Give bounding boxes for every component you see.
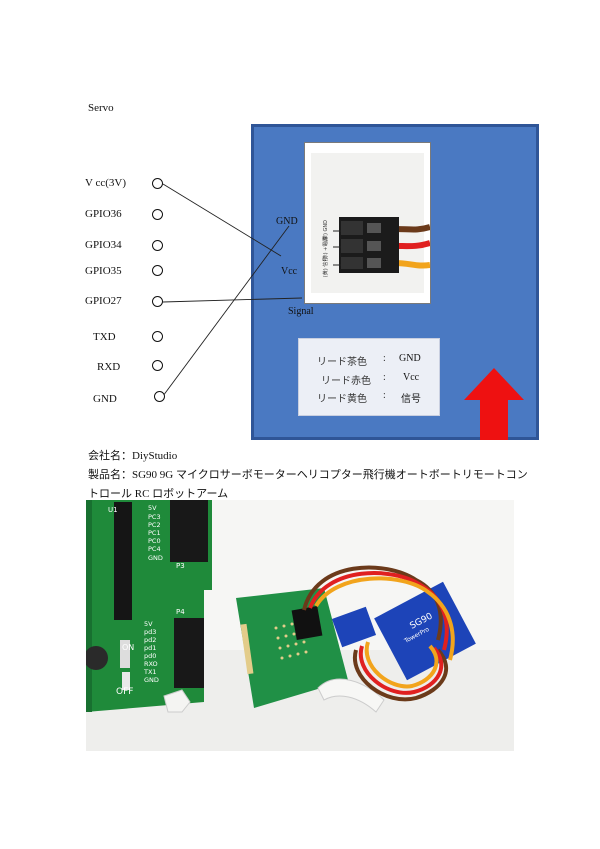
servo-board-photo: U1 5V PC3 PC2 PC1 PC0 PC4 GND P3 P4 5V p… — [86, 500, 514, 751]
legend-name: リード茶色 — [317, 357, 367, 368]
panel-vcc-label: Vcc — [281, 266, 298, 277]
legend-value: Vcc — [403, 372, 420, 383]
pin-terminal-txd — [152, 331, 163, 342]
pin-label-gpio36: GPIO36 — [85, 208, 122, 220]
header-p3-label: P3 — [176, 562, 185, 570]
legend-value: GND — [399, 353, 421, 364]
header-label-gnd-2: GND — [144, 676, 159, 684]
header-label-pd2: pd2 — [144, 636, 156, 644]
product-name-line2: トロール RC ロボットアーム — [88, 488, 229, 500]
switch-on-label: ON — [122, 643, 134, 652]
header-label-pc1: PC1 — [148, 529, 161, 537]
header-p4-label: P4 — [176, 608, 185, 616]
servo-connector-image: (茶) GND (赤) +電源 (黄) 信号 — [311, 153, 431, 293]
pin-label-txd: TXD — [93, 331, 116, 343]
header-label-pd1: pd1 — [144, 644, 156, 652]
servo-connector-photo: (茶) GND (赤) +電源 (黄) 信号 — [304, 142, 431, 304]
pin-label-vcc: V cc(3V) — [85, 177, 127, 189]
legend-row-brown: リード茶色 : GND — [299, 353, 441, 369]
legend-name: リード黄色 — [317, 394, 367, 405]
legend-separator: : — [383, 390, 386, 401]
header-label-pc4: PC4 — [148, 545, 161, 553]
pin-label-rxd: RXD — [97, 361, 121, 373]
pin-terminal-gnd — [154, 391, 165, 402]
header-label-rxo: RXO — [144, 660, 158, 668]
switch-off-label: OFF — [116, 687, 133, 697]
legend-separator: : — [383, 372, 386, 383]
legend-row-red: リード赤色 : Vcc — [299, 372, 441, 388]
company-name: 会社名：DiyStudio — [88, 450, 178, 462]
header-label-5v: 5V — [148, 504, 157, 512]
pin-label-gpio35: GPIO35 — [85, 265, 122, 277]
pin-terminal-gpio35 — [152, 265, 163, 276]
legend-value: 信号 — [401, 394, 421, 405]
section-title: Servo — [88, 102, 114, 114]
header-label-gnd: GND — [148, 554, 163, 562]
header-label-pc2: PC2 — [148, 521, 161, 529]
pin-terminal-gpio36 — [152, 209, 163, 220]
pin-label-gpio34: GPIO34 — [85, 239, 122, 251]
red-up-arrow-icon — [464, 368, 524, 440]
header-label-tx1: TX1 — [143, 668, 157, 676]
legend-name: リード赤色 — [321, 376, 371, 387]
photo-text-signal: (黄) 信号 — [322, 257, 329, 278]
header-label-pd3: pd3 — [144, 628, 156, 636]
wire-color-legend: リード茶色 : GND リード赤色 : Vcc リード黄色 : 信号 — [298, 338, 440, 416]
pin-terminal-gpio27 — [152, 296, 163, 307]
pin-label-gpio27: GPIO27 — [85, 295, 122, 307]
legend-separator: : — [383, 353, 386, 364]
pin-label-gnd: GND — [93, 393, 117, 405]
photo-text-gnd: (茶) GND — [322, 220, 329, 242]
product-name-line1: 製品名：SG90 9G マイクロサーボモーターヘリコプター飛行機オートボートリモ… — [88, 469, 528, 481]
panel-signal-label: Signal — [288, 306, 314, 317]
header-label-pd0: pd0 — [144, 652, 156, 660]
header-label-5v-2: 5V — [144, 620, 153, 628]
header-u1-label: U1 — [108, 506, 118, 514]
header-label-pc3: PC3 — [148, 513, 161, 521]
pin-terminal-vcc — [152, 178, 163, 189]
pin-terminal-gpio34 — [152, 240, 163, 251]
pin-terminal-rxd — [152, 360, 163, 371]
header-label-pc0: PC0 — [148, 537, 161, 545]
photo-text-vcc: (赤) +電源 — [322, 237, 329, 262]
legend-row-yellow: リード黄色 : 信号 — [299, 390, 441, 406]
panel-gnd-label: GND — [276, 216, 298, 227]
